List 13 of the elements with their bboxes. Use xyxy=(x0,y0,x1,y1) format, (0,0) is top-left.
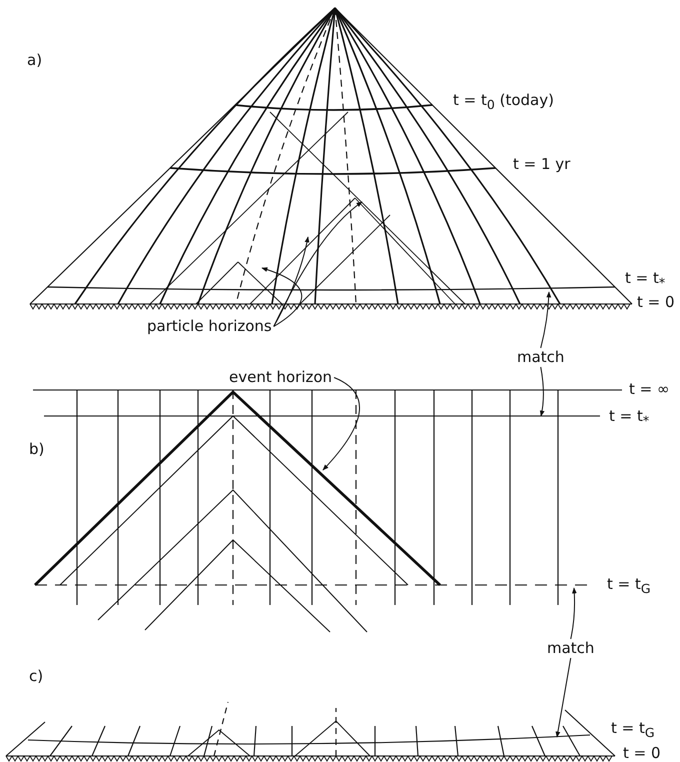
leader-line xyxy=(556,658,572,738)
leader-line xyxy=(261,267,302,327)
time-label: t = 1 yr xyxy=(512,156,572,173)
panel-label: a) xyxy=(26,52,44,69)
panel-label: b) xyxy=(28,441,46,458)
annotation-label: particle horizons xyxy=(146,318,273,335)
leader-line xyxy=(273,202,362,327)
leader-line xyxy=(273,236,310,327)
leader-line xyxy=(322,377,360,470)
leader-line xyxy=(540,291,552,348)
panel-label: c) xyxy=(28,668,44,685)
leader-line xyxy=(540,366,544,417)
leader-line xyxy=(570,587,577,640)
